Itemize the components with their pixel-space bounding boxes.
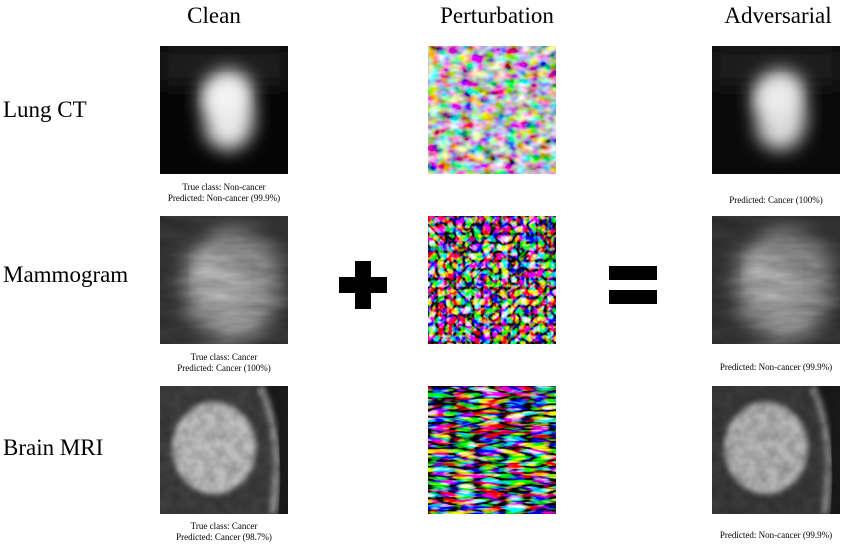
mammogram-clean-image: [160, 216, 288, 344]
lung-ct-perturbation-image: [428, 46, 556, 174]
mammogram-adversarial-caption: Predicted: Non-cancer (99.9%): [691, 362, 850, 373]
brain-mri-true-class: True class: Cancer: [190, 521, 258, 531]
plus-icon: [339, 261, 387, 314]
lung-ct-true-class: True class: Non-cancer: [182, 182, 266, 192]
brain-mri-perturbation-image: [428, 386, 556, 514]
column-header-adversarial: Adversarial: [724, 3, 832, 28]
mammogram-adversarial-image: [712, 216, 840, 344]
column-header-perturbation: Perturbation: [440, 3, 554, 28]
row-label-brain-mri: Brain MRI: [3, 435, 104, 460]
brain-mri-adversarial-predicted: Predicted: Non-cancer (99.9%): [719, 530, 833, 540]
mammogram-clean-caption: True class: Cancer Predicted: Cancer (10…: [139, 352, 309, 374]
equals-icon: [609, 266, 657, 309]
lung-ct-adversarial-image: [712, 46, 840, 174]
mammogram-true-class: True class: Cancer: [190, 352, 258, 362]
row-label-lung-ct: Lung CT: [3, 97, 87, 122]
mammogram-perturbation-image: [428, 216, 556, 344]
lung-ct-adversarial-predicted: Predicted: Cancer (100%): [729, 195, 823, 205]
mammogram-predicted: Predicted: Cancer (100%): [177, 363, 271, 373]
brain-mri-clean-image: [160, 386, 288, 514]
column-header-clean: Clean: [187, 3, 241, 28]
row-label-mammogram: Mammogram: [3, 262, 129, 287]
lung-ct-clean-image: [160, 46, 288, 174]
brain-mri-adversarial-caption: Predicted: Non-cancer (99.9%): [691, 530, 850, 541]
lung-ct-predicted: Predicted: Non-cancer (99.9%): [167, 193, 281, 203]
brain-mri-predicted: Predicted: Cancer (98.7%): [176, 532, 272, 542]
mammogram-adversarial-predicted: Predicted: Non-cancer (99.9%): [719, 362, 833, 372]
brain-mri-clean-caption: True class: Cancer Predicted: Cancer (98…: [139, 521, 309, 543]
brain-mri-adversarial-image: [712, 386, 840, 514]
lung-ct-clean-caption: True class: Non-cancer Predicted: Non-ca…: [139, 182, 309, 204]
lung-ct-adversarial-caption: Predicted: Cancer (100%): [691, 195, 850, 206]
